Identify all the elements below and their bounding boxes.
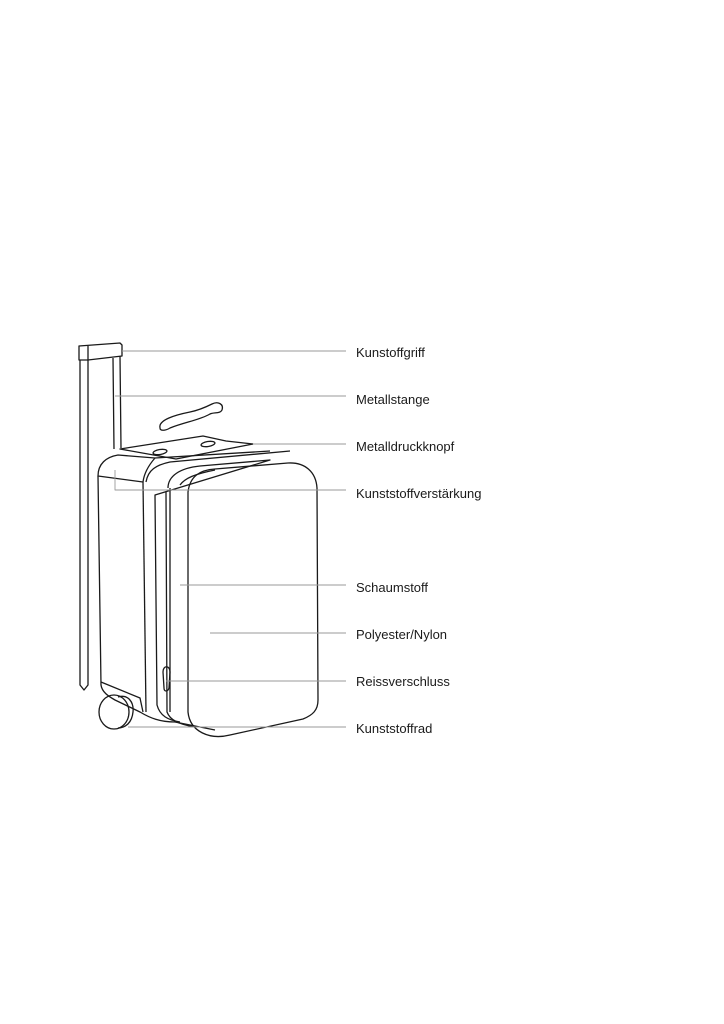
front-panel-outer [154, 459, 271, 723]
label-metallstange: Metallstange [356, 392, 430, 407]
rod-right [112, 355, 122, 450]
wheel [98, 694, 130, 730]
carry-handle [159, 402, 224, 431]
suitcase-illustration [78, 342, 319, 737]
leader-lines [114, 350, 346, 728]
label-kunststoffrad: Kunststoffrad [356, 721, 433, 736]
rod-left [79, 360, 89, 691]
label-kunststoffverstaerkung: Kunststoffverstärkung [356, 486, 482, 501]
label-polyester-nylon: Polyester/Nylon [356, 627, 448, 642]
label-schaumstoff: Schaumstoff [356, 580, 429, 595]
front-panel [187, 462, 319, 737]
zipper-pull [162, 666, 171, 692]
leader-kunststoffverstaerkung [114, 470, 346, 491]
handle-grip [78, 342, 123, 361]
label-kunstoffgriff: Kunstoffgriff [356, 345, 425, 360]
label-metalldruckknopf: Metalldruckknopf [356, 439, 455, 454]
label-reissverschluss: Reissverschluss [356, 674, 450, 689]
